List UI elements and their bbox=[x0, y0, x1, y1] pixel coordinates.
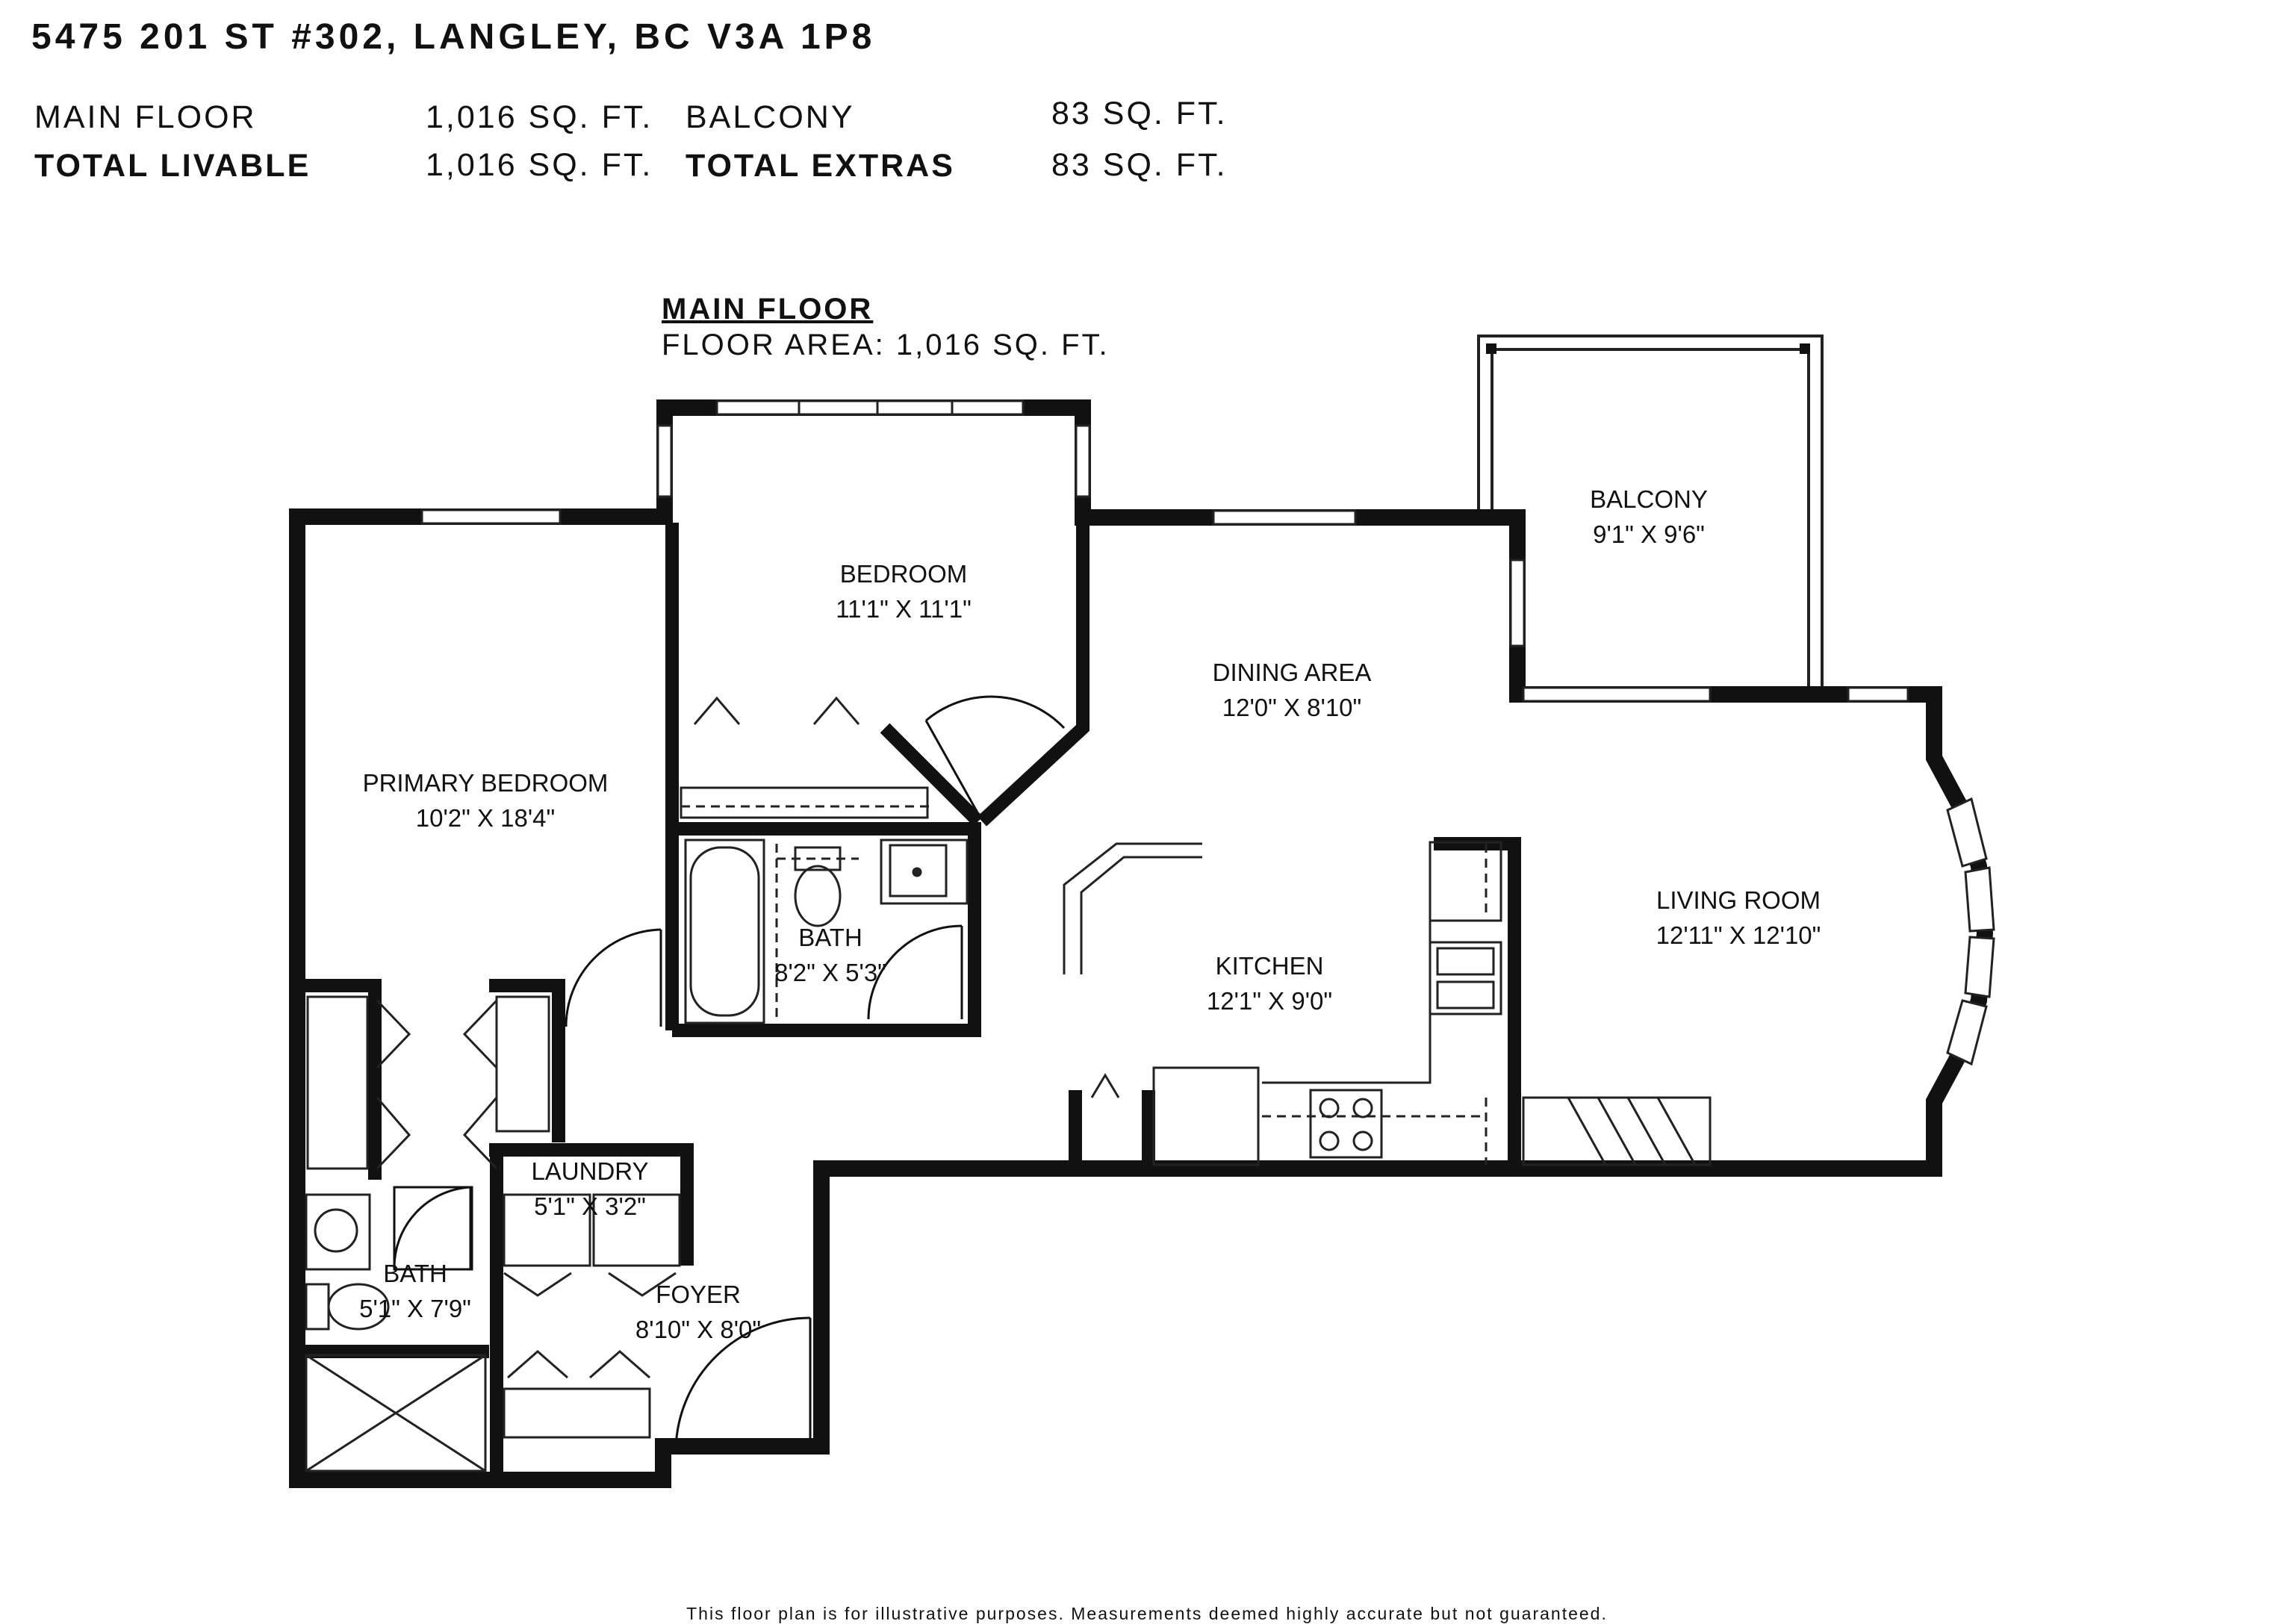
room-dims-primary-bedroom: 10'2" X 18'4" bbox=[416, 804, 556, 832]
room-dims-bedroom: 11'1" X 11'1" bbox=[836, 595, 972, 623]
main-floor-value: 1,016 SQ. FT. bbox=[426, 99, 653, 135]
room-dims-foyer: 8'10" X 8'0" bbox=[635, 1316, 761, 1343]
room-labels: BALCONY 9'1" X 9'6" BEDROOM 11'1" X 11'1" DI… bbox=[359, 485, 1821, 1343]
room-name-bedroom: BEDROOM bbox=[840, 560, 968, 588]
total-livable-value: 1,016 SQ. FT. bbox=[426, 147, 653, 183]
windows bbox=[420, 399, 1909, 703]
balcony-label: BALCONY bbox=[686, 99, 855, 135]
floor-title: MAIN FLOOR bbox=[662, 293, 874, 326]
room-name-balcony: BALCONY bbox=[1590, 485, 1708, 513]
bay-windows bbox=[1946, 797, 1995, 1066]
room-name-laundry: LAUNDRY bbox=[531, 1157, 648, 1185]
main-floor-label: MAIN FLOOR bbox=[34, 99, 257, 135]
room-name-dining-area: DINING AREA bbox=[1213, 659, 1372, 686]
dashed-lines bbox=[681, 805, 1488, 1165]
room-name-foyer: FOYER bbox=[656, 1281, 741, 1308]
room-dims-balcony: 9'1" X 9'6" bbox=[1593, 520, 1705, 548]
balcony-value: 83 SQ. FT. bbox=[1051, 96, 1228, 131]
property-address: 5475 201 ST #302, LANGLEY, BC V3A 1P8 bbox=[31, 17, 876, 57]
total-extras-value: 83 SQ. FT. bbox=[1051, 147, 1228, 183]
room-dims-living-room: 12'11" X 12'10" bbox=[1656, 921, 1821, 949]
total-extras-label: TOTAL EXTRAS bbox=[686, 148, 955, 184]
balcony-outline bbox=[1477, 335, 1824, 691]
room-dims-laundry: 5'1" X 3'2" bbox=[534, 1192, 646, 1220]
door-swings bbox=[393, 695, 1066, 1449]
room-name-kitchen: KITCHEN bbox=[1216, 952, 1324, 980]
room-dims-bath: 8'2" X 5'3" bbox=[774, 959, 886, 986]
room-name-living-room: LIVING ROOM bbox=[1656, 886, 1821, 914]
room-dims-bath: 5'1" X 7'9" bbox=[359, 1295, 471, 1322]
fixtures bbox=[305, 696, 1712, 1472]
room-name-primary-bedroom: PRIMARY BEDROOM bbox=[363, 769, 609, 797]
floor-heading: MAIN FLOOR FLOOR AREA: 1,016 SQ. FT. bbox=[662, 291, 1110, 363]
room-name-bath: BATH bbox=[383, 1260, 447, 1287]
total-livable-label: TOTAL LIVABLE bbox=[34, 148, 311, 184]
room-dims-dining-area: 12'0" X 8'10" bbox=[1222, 694, 1362, 721]
floor-area: FLOOR AREA: 1,016 SQ. FT. bbox=[662, 329, 1110, 361]
room-name-bath: BATH bbox=[798, 924, 862, 951]
interior-walls bbox=[297, 517, 1521, 1480]
disclaimer: This floor plan is for illustrative purp… bbox=[686, 1604, 1608, 1623]
room-dims-kitchen: 12'1" X 9'0" bbox=[1207, 987, 1332, 1015]
